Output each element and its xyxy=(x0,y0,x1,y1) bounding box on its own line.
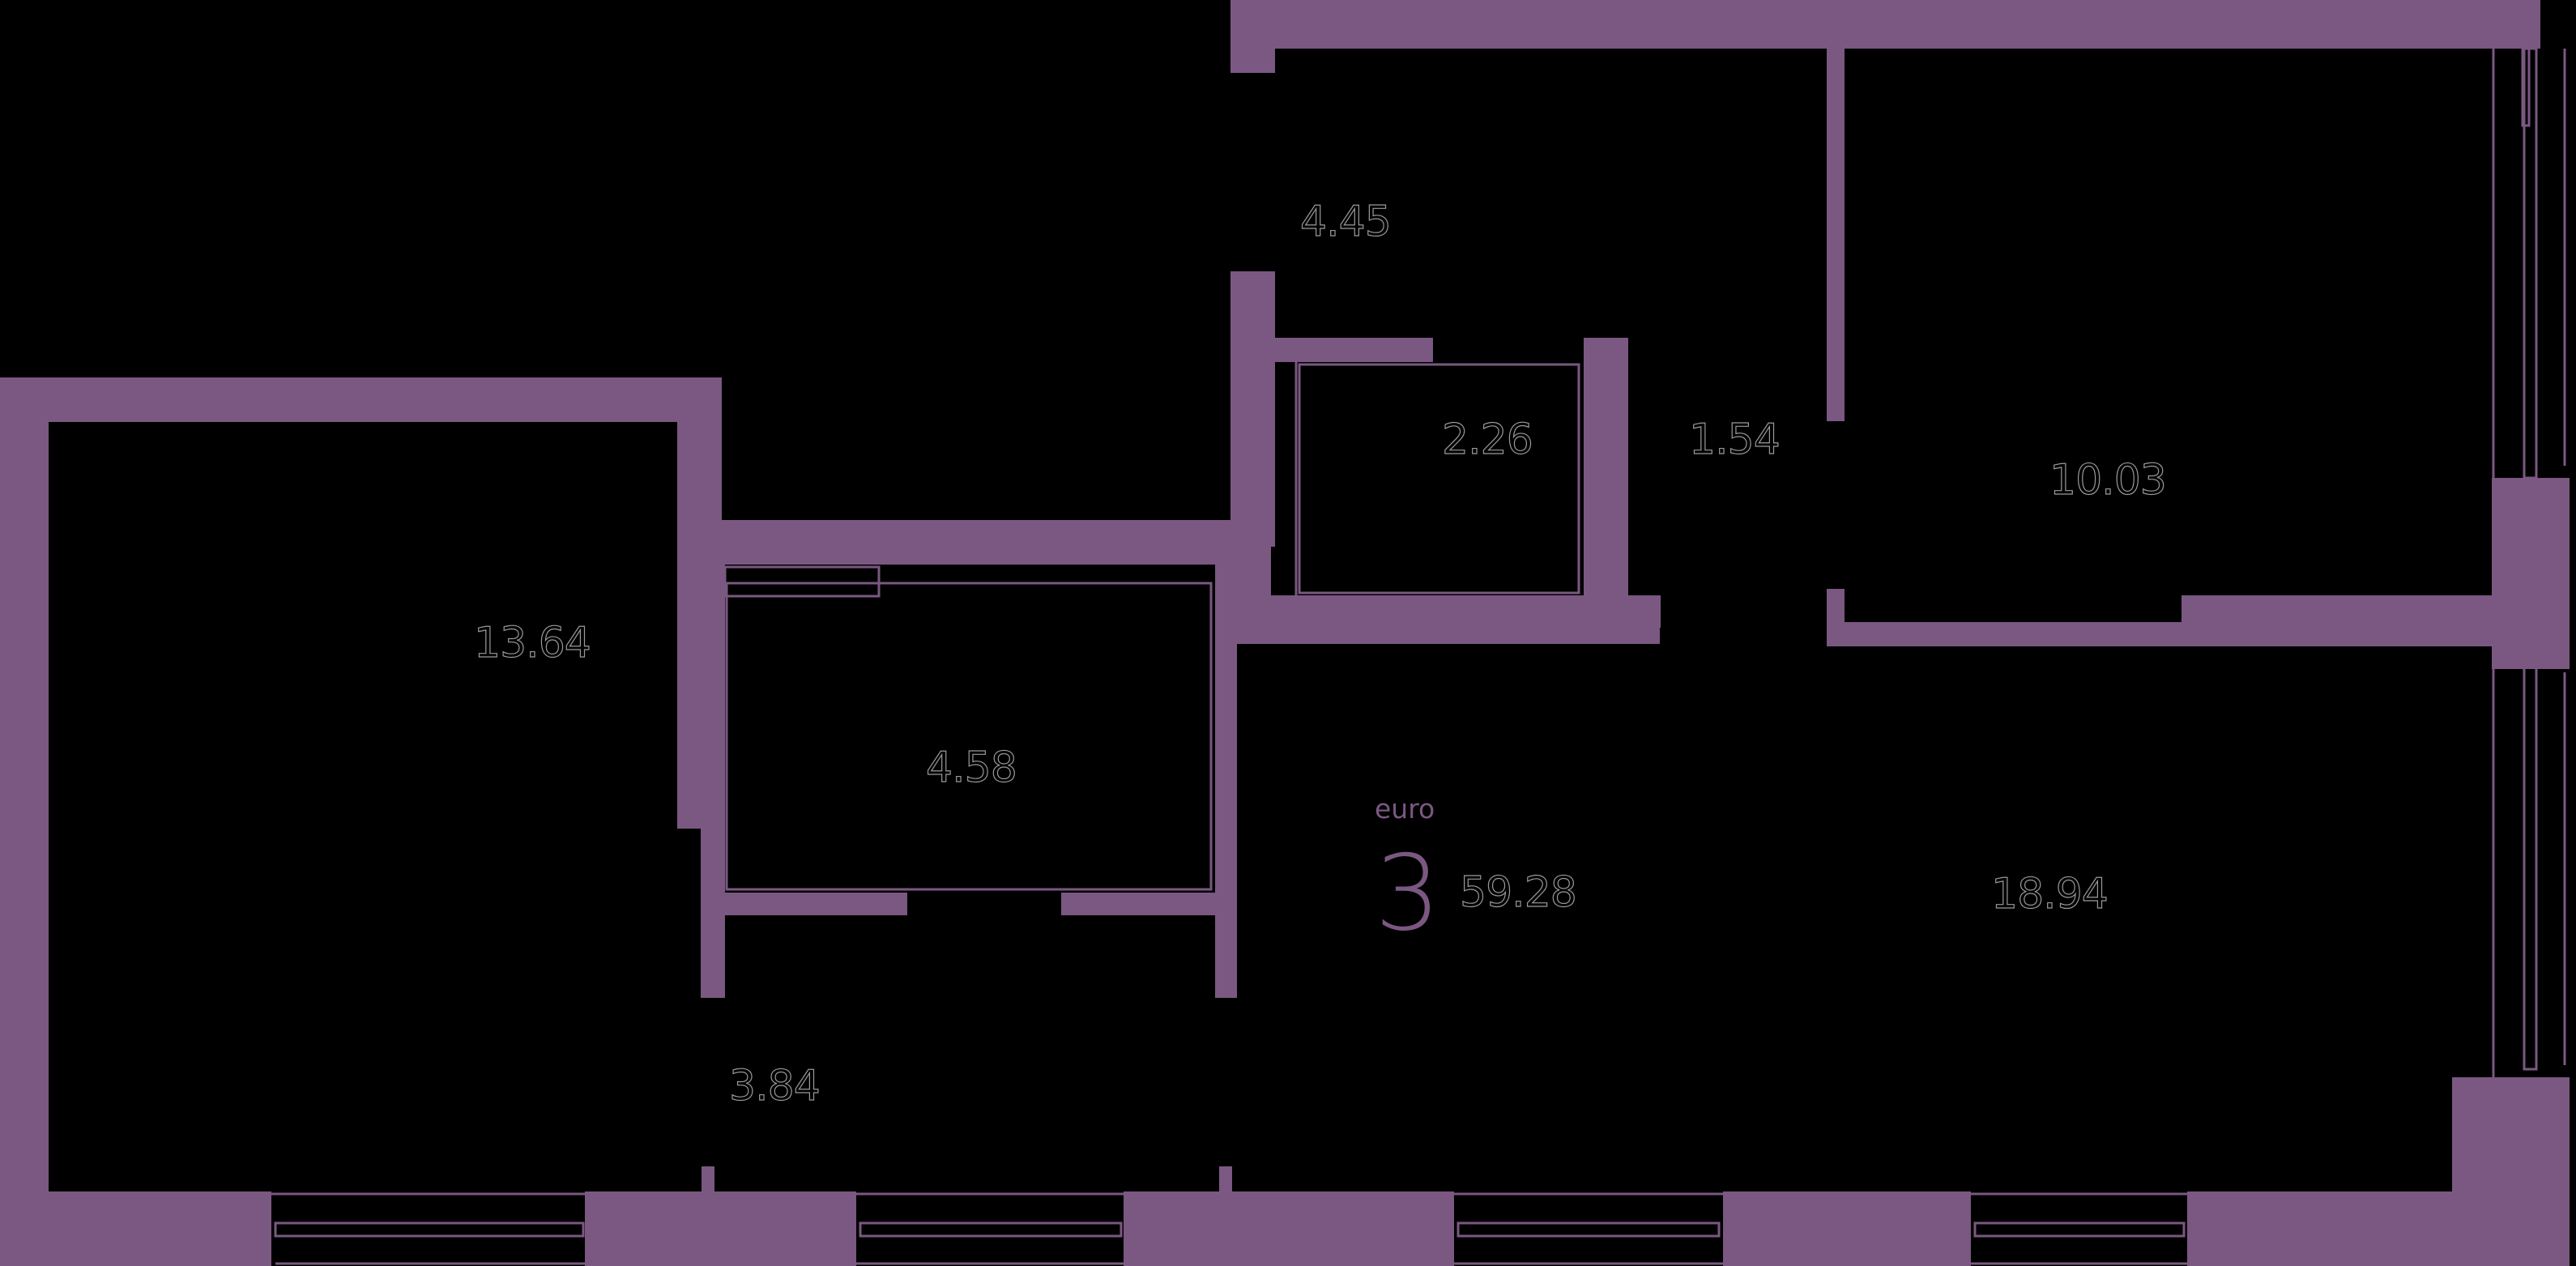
wall-right-top xyxy=(2492,0,2540,49)
wall-top-outer xyxy=(1230,0,2540,49)
wall-wardrobe-top xyxy=(722,520,1237,565)
room-area-corridor: 1.54 xyxy=(1688,416,1781,464)
wall-entrance-upper xyxy=(1230,0,1275,73)
window-right-lower xyxy=(2492,660,2566,1077)
shower-outline xyxy=(1298,363,1580,595)
wall-bath-bottom xyxy=(1230,595,1660,644)
wall-bedroom-right-left xyxy=(1827,49,1845,421)
room-area-passage: 3.84 xyxy=(728,1062,821,1110)
wall-passage-stub-left xyxy=(702,1166,714,1199)
wall-bottom-4 xyxy=(1723,1191,1971,1266)
window-bottom-2 xyxy=(856,1192,1124,1265)
wall-bottom-2 xyxy=(585,1191,856,1266)
wall-left-bedroom-top xyxy=(0,377,722,422)
wall-wardrobe-left xyxy=(701,520,725,998)
wall-bottom-3 xyxy=(1124,1191,1454,1266)
wall-left-outer xyxy=(0,377,49,1266)
window-bottom-3 xyxy=(1454,1192,1723,1265)
wall-bath-left xyxy=(1230,338,1271,597)
room-area-bedroom-left: 13.64 xyxy=(473,619,591,667)
wall-wardrobe-bottom-left xyxy=(701,893,907,915)
window-right-upper xyxy=(2492,45,2566,480)
layout-type-label: euro xyxy=(1375,793,1435,825)
wall-bottom-right-corner xyxy=(2452,1077,2541,1266)
total-area: 59.28 xyxy=(1459,868,1577,917)
wall-right-mid xyxy=(2492,478,2570,669)
wall-bath-bottom-ext xyxy=(1628,595,1661,628)
wardrobe-inner-outline xyxy=(725,582,1213,891)
window-bottom-1 xyxy=(271,1192,585,1265)
wall-bedroom-right-bottom-thick xyxy=(2181,595,2497,646)
wall-hall-stub xyxy=(1219,565,1252,637)
room-area-hall: 4.45 xyxy=(1299,198,1392,246)
rooms-count: 3 xyxy=(1375,833,1441,954)
room-area-wardrobe: 4.58 xyxy=(925,744,1017,792)
shelf-outline xyxy=(723,565,881,598)
wall-bottom-1 xyxy=(0,1191,271,1266)
wall-bath-right xyxy=(1584,338,1628,597)
window-bottom-4 xyxy=(1971,1192,2187,1265)
room-area-bedroom-right: 10.03 xyxy=(2049,456,2167,505)
room-area-bathroom: 2.26 xyxy=(1441,416,1533,464)
room-area-kitchen-living: 18.94 xyxy=(1990,870,2109,919)
wall-passage-stub-right xyxy=(1219,1166,1232,1199)
wall-wardrobe-bottom-right xyxy=(1061,893,1237,915)
